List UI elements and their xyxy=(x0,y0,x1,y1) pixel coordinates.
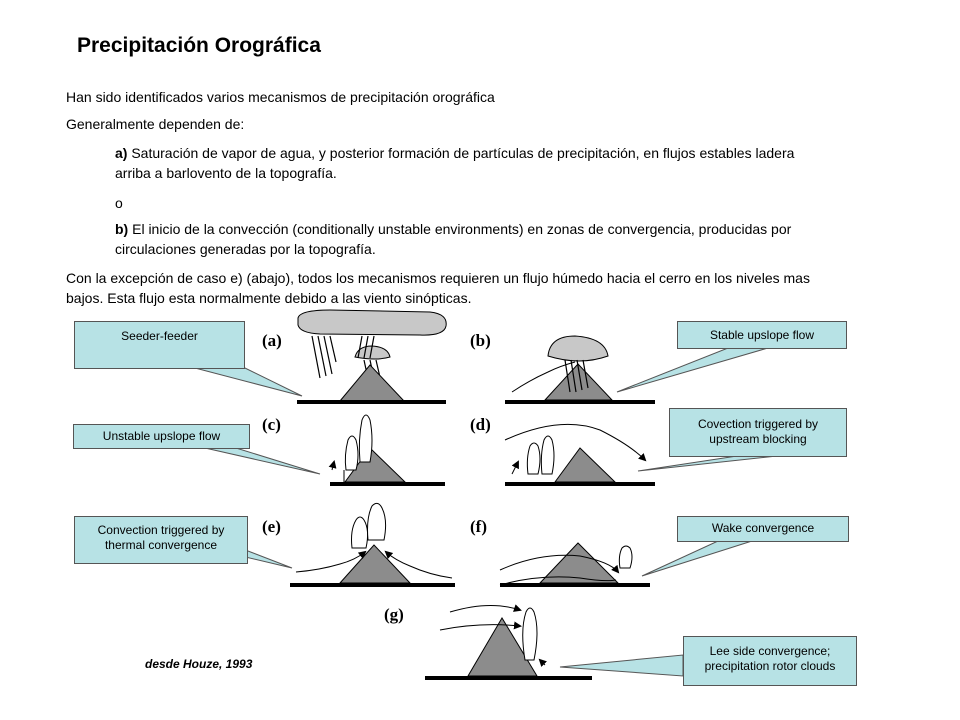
item-b-label: b) xyxy=(115,221,129,237)
item-a-label: a) xyxy=(115,145,128,161)
item-a-text: Saturación de vapor de agua, y posterior… xyxy=(115,145,795,181)
page-title: Precipitación Orográfica xyxy=(77,34,321,57)
panel-d-label: (d) xyxy=(470,415,491,434)
panel-b-label: (b) xyxy=(470,331,491,350)
callout-stable-upslope: Stable upslope flow xyxy=(677,321,847,349)
callout-upstream-blocking: Covection triggered by upstream blocking xyxy=(669,408,847,457)
callout-unstable-upslope: Unstable upslope flow xyxy=(73,424,250,449)
panel-d: (d) xyxy=(470,415,655,486)
item-a: a) Saturación de vapor de agua, y poster… xyxy=(115,143,815,183)
exception-text: Con la excepción de caso e) (abajo), tod… xyxy=(66,270,810,306)
pointer-seeder xyxy=(194,367,303,397)
panel-f-label: (f) xyxy=(470,517,487,536)
callout-wake-convergence: Wake convergence xyxy=(677,516,849,542)
pointer-wake xyxy=(641,540,753,577)
panel-e-label: (e) xyxy=(262,517,281,536)
callout-lee-side-convergence: Lee side convergence; precipitation roto… xyxy=(683,636,857,686)
panel-a: (a) xyxy=(262,309,447,404)
item-b: b) El inicio de la convección (condition… xyxy=(115,219,815,259)
panel-g: (g) xyxy=(384,604,592,680)
intro-text: Han sido identificados varios mecanismos… xyxy=(66,89,495,105)
pointer-blocking xyxy=(637,455,778,472)
panel-c-label: (c) xyxy=(262,415,281,434)
pointer-lee xyxy=(559,654,684,677)
pointer-unstable xyxy=(204,447,321,475)
callout-pointers xyxy=(194,347,778,677)
item-b-text: El inicio de la convección (conditionall… xyxy=(115,221,792,257)
panel-b: (b) xyxy=(470,331,655,404)
item-or: o xyxy=(115,195,123,211)
panel-f: (f) xyxy=(470,517,650,587)
pointer-stable xyxy=(616,347,769,393)
callout-thermal-convergence: Convection triggered by thermal converge… xyxy=(74,516,248,564)
callout-seeder-feeder: Seeder-feeder xyxy=(74,321,245,369)
figure-source: desde Houze, 1993 xyxy=(145,657,253,671)
depend-text: Generalmente dependen de: xyxy=(66,116,245,132)
panel-e: (e) xyxy=(262,502,455,587)
panel-c: (c) xyxy=(262,414,445,486)
panel-a-label: (a) xyxy=(262,331,282,350)
panel-g-label: (g) xyxy=(384,605,404,624)
